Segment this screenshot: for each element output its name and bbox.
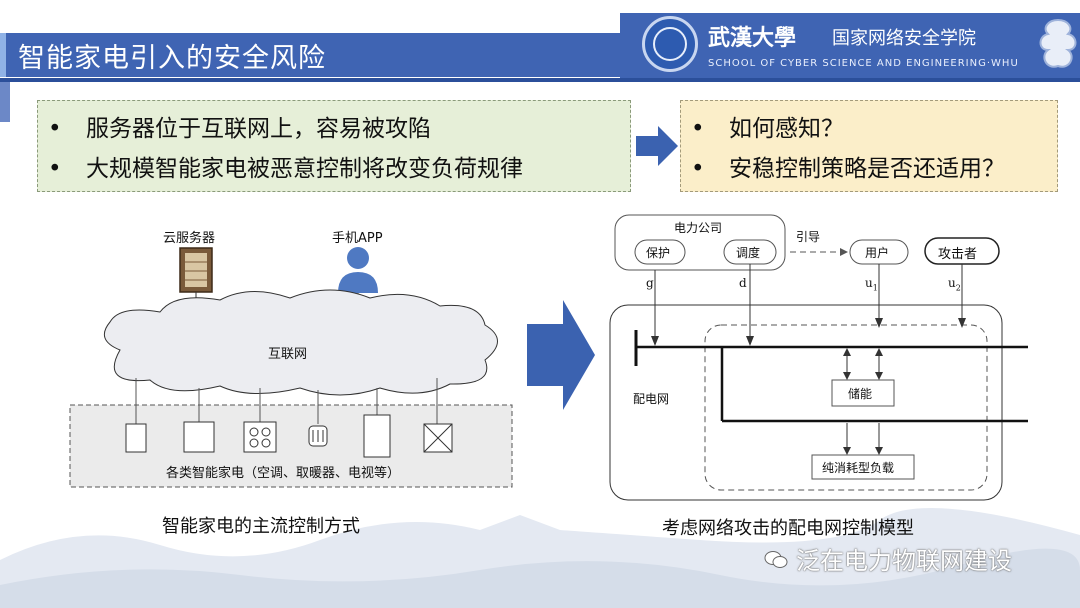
storage-label: 储能 — [848, 387, 873, 401]
u1-label: u1 — [865, 276, 878, 293]
phone-app-label: 手机APP — [332, 231, 383, 246]
grid-label: 配电网 — [633, 392, 670, 406]
dispatch-label: 调度 — [736, 246, 761, 260]
watermark-text: 泛在电力物联网建设 — [796, 547, 1012, 575]
question-item-2: •安稳控制策略是否还适用？ — [691, 156, 1005, 182]
wechat-icon — [764, 551, 788, 568]
school-name-cn: 国家网络安全学院 — [832, 28, 976, 49]
protection-label: 保护 — [646, 246, 671, 260]
guide-label: 引导 — [796, 230, 821, 244]
cloud-ornament-icon — [1036, 14, 1080, 78]
right-arrow-icon — [636, 126, 678, 166]
risk-box: •服务器位于互联网上，容易被攻陷 •大规模智能家电被恶意控制将改变负荷规律 — [37, 100, 631, 192]
question-item-1: •如何感知？ — [691, 116, 844, 142]
d-label: d — [739, 276, 747, 290]
stove-icon — [243, 421, 277, 453]
question-box: •如何感知？ •安稳控制策略是否还适用？ — [680, 100, 1058, 192]
tv-icon — [423, 423, 453, 453]
title-bar: 智能家电引入的安全风险 — [0, 33, 620, 77]
page-title: 智能家电引入的安全风险 — [18, 43, 326, 74]
university-logo-icon — [642, 16, 698, 72]
washer-icon — [183, 421, 215, 453]
load-label: 纯消耗型负载 — [822, 461, 895, 475]
header-divider — [0, 78, 1080, 82]
school-name-calligraphy: 武漢大學 — [708, 25, 797, 51]
server-icon — [179, 247, 213, 293]
internet-cloud — [103, 289, 498, 396]
attacker-label: 攻击者 — [938, 247, 978, 262]
left-accent-strip — [0, 82, 10, 122]
appliances-label: 各类智能家电（空调、取暖器、电视等） — [166, 466, 401, 481]
risk-item-1: •服务器位于互联网上，容易被攻陷 — [48, 116, 431, 142]
u2-label: u2 — [948, 276, 961, 293]
power-company-label: 电力公司 — [674, 221, 723, 235]
right-diagram-caption: 考虑网络攻击的配电网控制模型 — [662, 518, 914, 539]
risk-item-2: •大规模智能家电被恶意控制将改变负荷规律 — [48, 156, 523, 182]
school-name-en: SCHOOL OF CYBER SCIENCE AND ENGINEERING·… — [708, 58, 1019, 69]
user-icon — [338, 247, 378, 293]
fridge-icon — [125, 423, 147, 453]
user-label: 用户 — [865, 246, 890, 260]
internet-label: 互联网 — [268, 347, 308, 362]
aircon-icon — [363, 414, 391, 458]
heater-icon — [308, 425, 328, 447]
big-right-arrow-icon — [527, 300, 595, 410]
cloud-server-label: 云服务器 — [163, 231, 216, 246]
left-diagram-caption: 智能家电的主流控制方式 — [162, 516, 360, 537]
g-label: g — [646, 276, 654, 290]
